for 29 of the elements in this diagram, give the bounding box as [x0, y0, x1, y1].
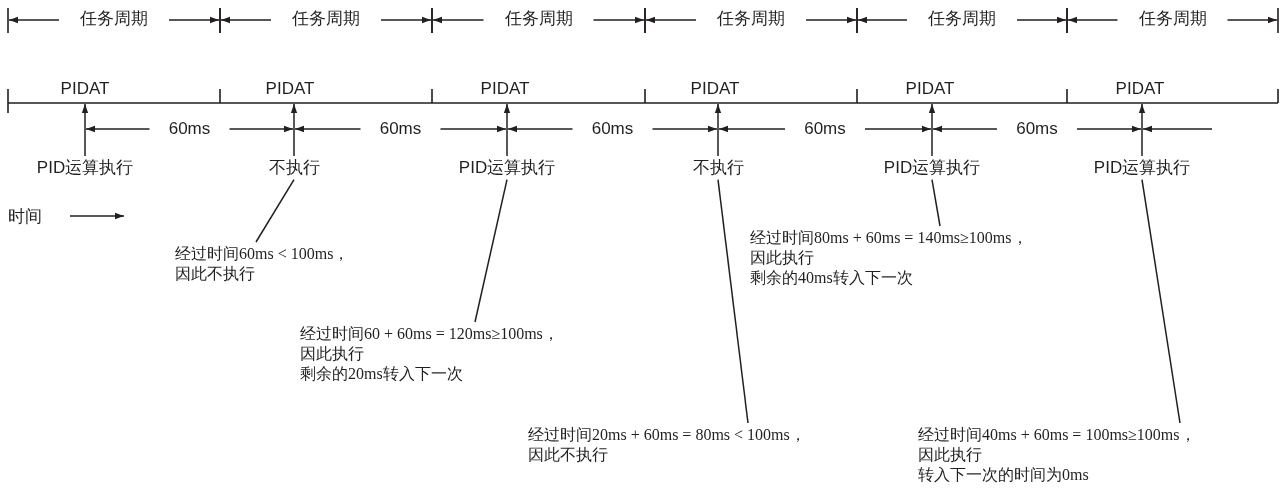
event-label: PID运算执行 — [1093, 158, 1191, 178]
leader-line — [255, 178, 295, 243]
event-arrow — [503, 103, 511, 157]
annotation-note: 经过时间80ms + 60ms = 140ms≥100ms， 因此执行 剩余的40ms转入下一次 — [750, 228, 1028, 288]
signal-label: PIDAT — [265, 79, 315, 102]
signal-label: PIDAT — [905, 79, 955, 102]
leader-line — [1141, 178, 1181, 424]
event-label: 不执行 — [268, 158, 320, 178]
leader-line — [931, 178, 941, 227]
leader-line — [474, 178, 508, 323]
signal-label: PIDAT — [480, 79, 530, 102]
signal-label: PIDAT — [690, 79, 740, 102]
event-arrow — [928, 103, 936, 157]
event-arrow — [290, 103, 298, 157]
leader-line — [717, 178, 749, 424]
event-arrow — [714, 103, 722, 157]
event-arrow — [81, 103, 89, 157]
signal-label: PIDAT — [60, 79, 110, 102]
event-label: PID运算执行 — [36, 158, 134, 178]
annotation-note: 经过时间40ms + 60ms = 100ms≥100ms， 因此执行 转入下一次的时间为0ms — [918, 425, 1196, 485]
event-label: PID运算执行 — [458, 158, 556, 178]
signal-label: PIDAT — [1115, 79, 1165, 102]
event-label: PID运算执行 — [883, 158, 981, 178]
annotation-note: 经过时间60ms < 100ms， 因此不执行 — [175, 244, 350, 284]
event-arrow — [1138, 103, 1146, 157]
annotation-note: 经过时间60 + 60ms = 120ms≥100ms， 因此执行 剩余的20ms转入下一次 — [300, 324, 559, 384]
event-label: 不执行 — [692, 158, 744, 178]
axis-label: 时间 — [8, 207, 42, 227]
annotation-note: 经过时间20ms + 60ms = 80ms < 100ms， 因此不执行 — [528, 425, 806, 465]
